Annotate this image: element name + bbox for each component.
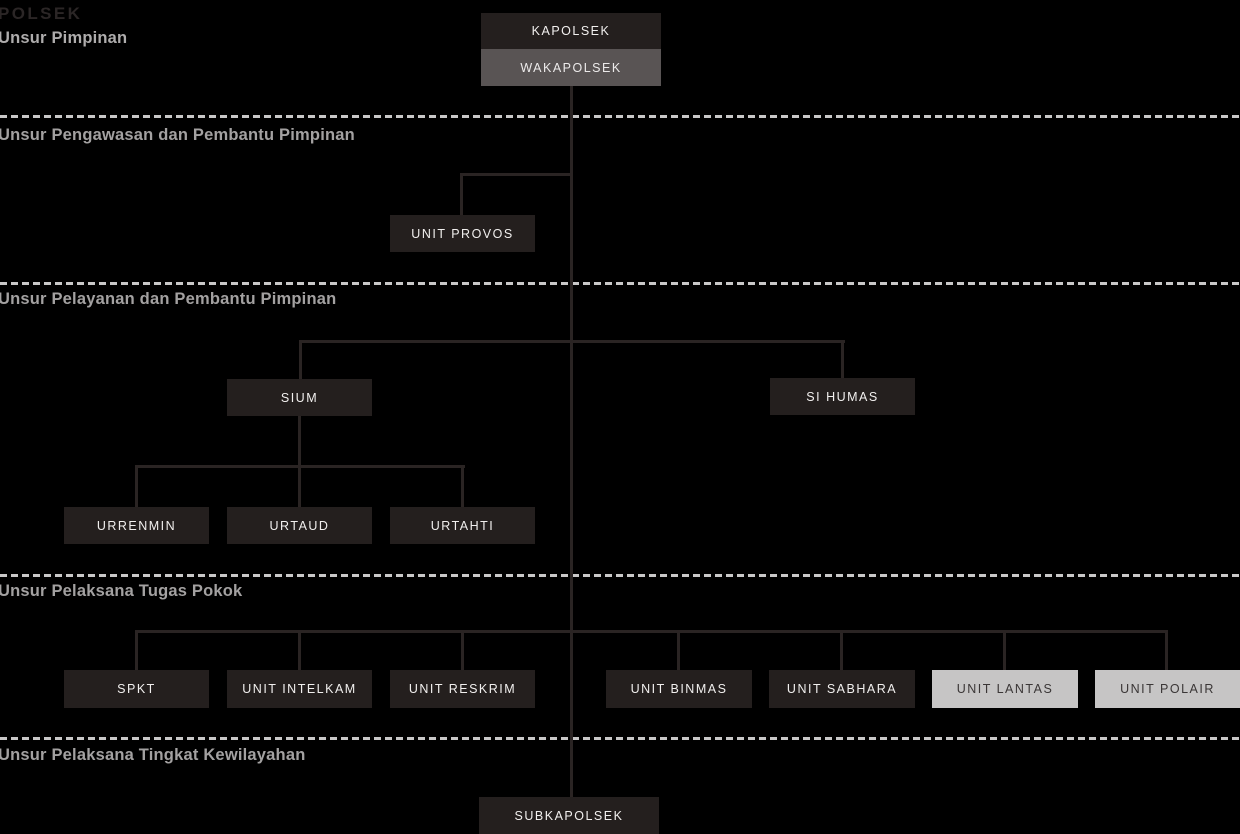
section-label-pelayanan: Unsur Pelayanan dan Pembantu Pimpinan (0, 290, 337, 308)
connector-provos-horizontal (461, 173, 573, 176)
section-label-kewilayahan: Unsur Pelaksana Tingkat Kewilayahan (0, 746, 306, 764)
connector-sium-drop (299, 340, 302, 380)
connector-unit-row-horizontal (135, 630, 1168, 633)
connector-reskrim-drop (461, 630, 464, 671)
connector-polair-drop (1165, 630, 1168, 671)
section-label-tugas-pokok: Unsur Pelaksana Tugas Pokok (0, 582, 243, 600)
org-node-unit-reskrim: UNIT RESKRIM (390, 670, 535, 708)
page-title: POLSEK (0, 4, 83, 23)
org-node-sium: SIUM (227, 379, 372, 416)
org-node-unit-provos: UNIT PROVOS (390, 215, 535, 252)
section-label-pengawasan: Unsur Pengawasan dan Pembantu Pimpinan (0, 126, 355, 144)
connector-sabhara-drop (840, 630, 843, 671)
section-divider (0, 115, 1240, 118)
org-node-unit-lantas: UNIT LANTAS (932, 670, 1078, 708)
org-node-unit-intelkam: UNIT INTELKAM (227, 670, 372, 708)
org-node-wakapolsek: WAKAPOLSEK (481, 49, 661, 86)
connector-binmas-drop (677, 630, 680, 671)
connector-pelayanan-horizontal (299, 340, 845, 343)
section-divider (0, 737, 1240, 740)
connector-spkt-drop (135, 630, 138, 671)
connector-si-humas-drop (841, 340, 844, 379)
connector-intelkam-drop (298, 630, 301, 671)
org-node-subkapolsek: SUBKAPOLSEK (479, 797, 659, 834)
connector-lantas-drop (1003, 630, 1006, 671)
section-divider (0, 282, 1240, 285)
section-label-pimpinan: Unsur Pimpinan (0, 29, 128, 47)
org-node-spkt: SPKT (64, 670, 209, 708)
connector-provos-drop (460, 173, 463, 216)
org-node-kapolsek: KAPOLSEK (481, 13, 661, 49)
section-divider (0, 574, 1240, 577)
connector-main-vertical (570, 86, 573, 797)
org-node-unit-binmas: UNIT BINMAS (606, 670, 752, 708)
org-node-unit-sabhara: UNIT SABHARA (769, 670, 915, 708)
org-node-urtahti: URTAHTI (390, 507, 535, 544)
org-node-urrenmin: URRENMIN (64, 507, 209, 544)
connector-urrenmin-drop (135, 465, 138, 508)
connector-sium-children (298, 416, 301, 467)
org-node-si-humas: SI HUMAS (770, 378, 915, 415)
org-node-urtaud: URTAUD (227, 507, 372, 544)
connector-urtaud-drop (298, 465, 301, 508)
connector-urtahti-drop (461, 465, 464, 508)
org-node-unit-polair: UNIT POLAIR (1095, 670, 1240, 708)
